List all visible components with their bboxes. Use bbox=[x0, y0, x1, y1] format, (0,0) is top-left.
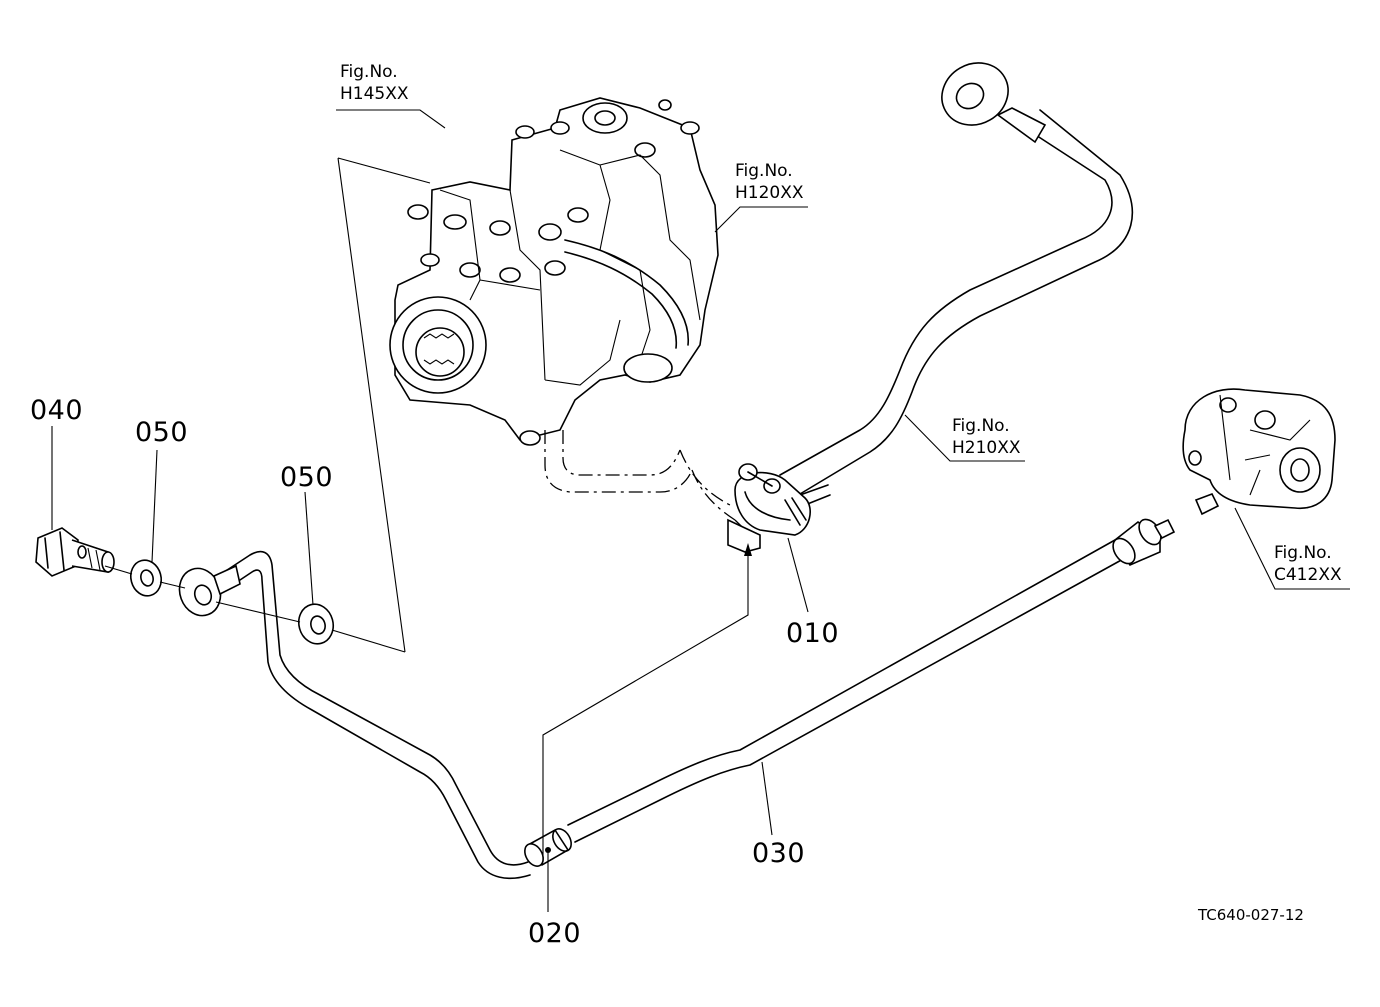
fig-ref-h210-line1: Fig.No. bbox=[952, 416, 1010, 436]
banjo-bolt-040 bbox=[35, 527, 115, 577]
part-label-020: 020 bbox=[528, 918, 582, 949]
drawing-number: TC640-027-12 bbox=[1198, 906, 1304, 924]
fig-ref-c412-line2: C412XX bbox=[1274, 565, 1342, 585]
part-label-050-a: 050 bbox=[135, 417, 189, 448]
fig-ref-h120: Fig.No. H120XX bbox=[735, 160, 804, 204]
washer-050-b bbox=[297, 603, 335, 645]
fig-ref-h210-line2: H210XX bbox=[952, 438, 1021, 458]
fig-ref-h145-line1: Fig.No. bbox=[340, 62, 398, 82]
pipe-030 bbox=[178, 518, 1176, 879]
clamp-010 bbox=[727, 463, 811, 553]
pipe-from-pump bbox=[544, 430, 753, 536]
part-label-040: 040 bbox=[30, 395, 84, 426]
assembly-axis-lines bbox=[104, 157, 431, 653]
fig-ref-c412-line1: Fig.No. bbox=[1274, 543, 1332, 563]
part-label-030: 030 bbox=[752, 838, 806, 869]
fig-ref-h120-line2: H120XX bbox=[735, 183, 804, 203]
leader-lines bbox=[51, 109, 1350, 912]
fig-ref-h120-line1: Fig.No. bbox=[735, 161, 793, 181]
hydraulic-pump-assembly bbox=[389, 97, 719, 446]
fig-ref-h145-line2: H145XX bbox=[340, 84, 409, 104]
washer-050-a bbox=[129, 559, 163, 597]
fig-ref-h210: Fig.No. H210XX bbox=[952, 415, 1021, 459]
pipe-h210 bbox=[779, 62, 1134, 506]
fig-ref-c412: Fig.No. C412XX bbox=[1274, 542, 1342, 586]
component-c412 bbox=[1182, 388, 1336, 516]
fig-ref-h145: Fig.No. H145XX bbox=[340, 61, 409, 105]
part-label-050-b: 050 bbox=[280, 462, 334, 493]
part-label-010: 010 bbox=[786, 618, 840, 649]
